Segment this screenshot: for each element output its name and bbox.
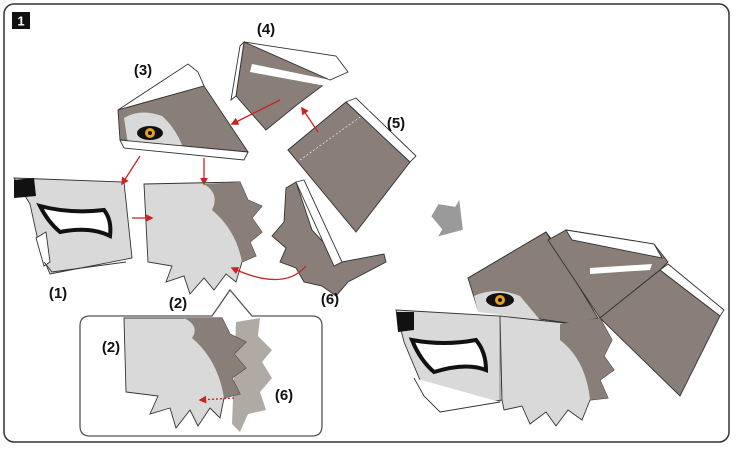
label-part-6: (6) <box>321 291 339 308</box>
step-badge: 1 <box>12 12 30 29</box>
inset-label-part-2: (2) <box>102 339 120 356</box>
label-part-2: (2) <box>169 295 187 312</box>
part-4-top-piece: (4) <box>230 21 349 131</box>
part-6-mane: (6) <box>271 179 387 308</box>
arrow-3-to-1 <box>121 155 141 186</box>
inset-label-part-6: (6) <box>275 387 293 404</box>
assembly-arrows <box>121 99 319 281</box>
next-step-arrow-icon <box>431 199 463 237</box>
label-part-4: (4) <box>257 21 275 38</box>
detail-inset: (2) (6) <box>79 288 323 437</box>
part-1-snout: (1) <box>13 177 133 302</box>
label-part-3: (3) <box>134 62 152 79</box>
part-3-eye-piece: (3) <box>117 62 249 161</box>
label-part-5: (5) <box>387 115 405 132</box>
part-5-side-piece: (5) <box>287 97 417 233</box>
arrow-5-to-4 <box>301 106 319 133</box>
inset-arrow <box>198 395 235 404</box>
step-number: 1 <box>17 14 24 29</box>
part-2-cheek: (2) <box>143 181 263 312</box>
assembled-wolf-head <box>395 229 725 427</box>
arrow-4-to-3 <box>230 99 281 125</box>
arrow-6-to-2 <box>230 265 307 281</box>
label-part-1: (1) <box>49 285 67 302</box>
